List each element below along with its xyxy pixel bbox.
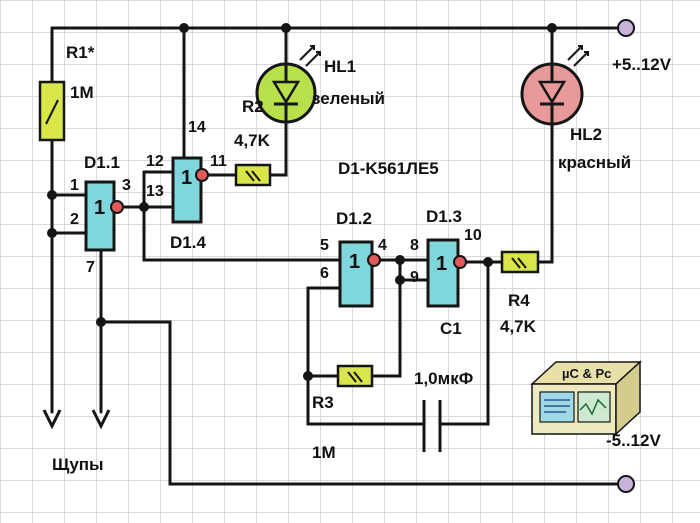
junction-dot (547, 23, 557, 33)
r2-value: 4,7K (234, 131, 271, 150)
pin-2: 2 (70, 211, 79, 228)
r2-label: R2 (242, 97, 264, 116)
gate-symbol: 1 (94, 197, 105, 219)
junction-dot (395, 255, 405, 265)
junction-dot (179, 23, 189, 33)
d14-label: D1.4 (170, 233, 206, 252)
r1-label: R1* (66, 43, 95, 62)
hl2-color: красный (558, 153, 631, 172)
d12-label: D1.2 (336, 209, 372, 228)
junction-dot (303, 371, 313, 381)
logo-text: µC & Pc (562, 366, 611, 381)
r3-value: 1M (312, 443, 336, 462)
positive-terminal (617, 19, 635, 37)
r4-label: R4 (508, 291, 530, 310)
chip-label: D1-K561ЛЕ5 (338, 159, 439, 178)
hl1-color: зеленый (312, 89, 385, 108)
junction-dot (139, 202, 149, 212)
gate-d13: 1 (426, 238, 467, 308)
gate-symbol: 1 (181, 167, 192, 189)
junction-dot (47, 228, 57, 238)
pin-7: 7 (86, 259, 95, 276)
r4-to-hl2-wire (536, 124, 554, 264)
d13-label: D1.3 (426, 207, 462, 226)
supply-negative-label: -5..12V (606, 431, 661, 450)
capacitor-c1 (422, 400, 442, 452)
pin-3: 3 (122, 177, 131, 194)
pin-12: 12 (146, 153, 164, 170)
c1-right-wire (438, 260, 490, 426)
gate-d14: 1 (171, 156, 209, 224)
hl1-label: HL1 (324, 57, 356, 76)
gate-symbol: 1 (436, 253, 447, 275)
junction-dot (395, 275, 405, 285)
pin-5: 5 (320, 237, 329, 254)
d11-label: D1.1 (84, 153, 120, 172)
negative-terminal (617, 475, 635, 493)
junction-dot (483, 257, 493, 267)
d11-to-d12-wire (142, 205, 342, 262)
hl2-label: HL2 (570, 125, 602, 144)
d12-pin6-wire (306, 286, 342, 378)
r1-value: 1M (70, 83, 94, 102)
c1-label: C1 (440, 319, 462, 338)
resistor-r2 (234, 163, 272, 187)
probe-arrow-left (42, 409, 62, 430)
led-hl1-green (255, 45, 321, 124)
wires (50, 26, 622, 486)
gate-d12: 1 (338, 240, 381, 308)
pin-11: 11 (210, 153, 227, 170)
r3-right-wire (370, 258, 402, 378)
probe-arrow-right (91, 409, 111, 430)
c1-value: 1,0мкФ (414, 369, 473, 388)
pin-4: 4 (378, 237, 387, 254)
ground-wire-a (99, 320, 622, 486)
r2-to-hl1-wire (268, 120, 288, 177)
resistor-r1 (38, 80, 66, 142)
pin-13: 13 (146, 183, 164, 200)
led-hl2-red (520, 45, 589, 126)
resistor-r3 (336, 364, 374, 388)
gate-symbol: 1 (349, 251, 360, 273)
junctions (47, 23, 557, 381)
c1-left-wire (306, 374, 426, 426)
junction-dot (281, 23, 291, 33)
supply-positive-label: +5..12V (612, 55, 672, 74)
junction-dot (96, 317, 106, 327)
gate-d11: 1 (84, 180, 124, 252)
pin-8: 8 (410, 237, 419, 254)
uc-pc-logo: µC & Pc (530, 360, 642, 436)
pin-14: 14 (188, 119, 206, 136)
r4-value: 4,7K (500, 317, 537, 336)
pin-1: 1 (70, 177, 79, 194)
r3-label: R3 (312, 393, 334, 412)
junction-dot (47, 190, 57, 200)
pin-9: 9 (410, 269, 419, 286)
probes-label: Щупы (52, 455, 104, 474)
pin-10: 10 (464, 227, 482, 244)
pin-6: 6 (320, 265, 329, 282)
resistor-r4 (500, 250, 540, 274)
